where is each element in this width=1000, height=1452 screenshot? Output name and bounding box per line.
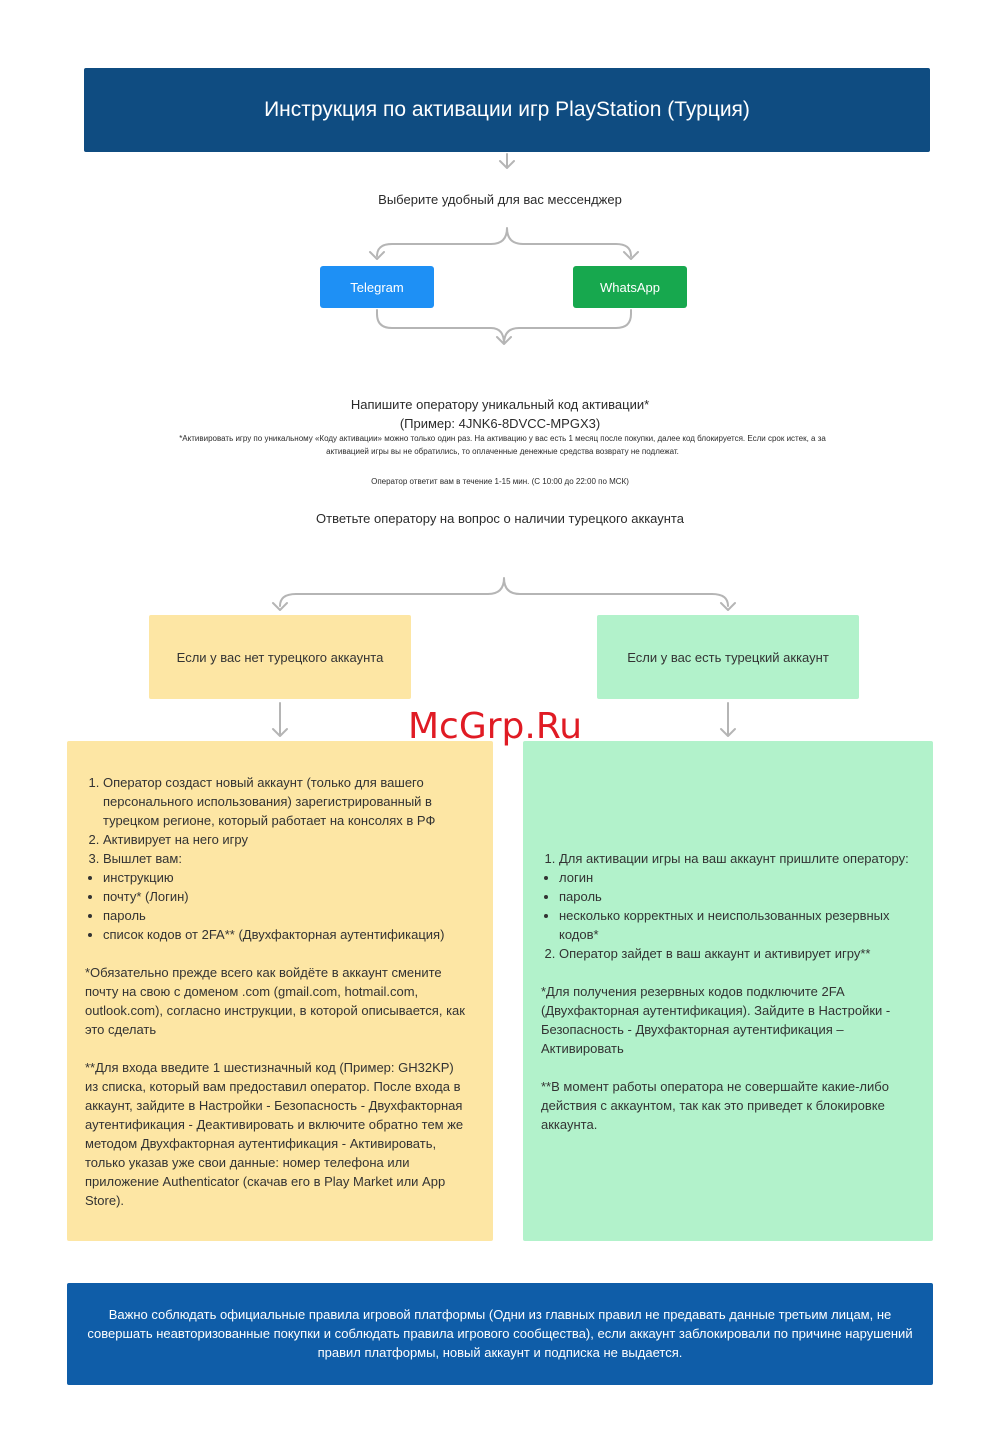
page-title: Инструкция по активации игр PlayStation … <box>84 68 930 152</box>
existing-account-steps: Для активации игры на ваш аккаунт пришли… <box>541 849 917 868</box>
email-change-note: *Обязательно прежде всего как войдёте в … <box>85 965 465 1037</box>
step-choose-messenger: Выберите удобный для вас мессенджер <box>378 192 622 207</box>
choice-has-account: Если у вас есть турецкий аккаунт <box>597 615 859 699</box>
page-title-text: Инструкция по активации игр PlayStation … <box>264 98 750 121</box>
watermark: McGrp.Ru <box>408 706 583 747</box>
list-item: несколько корректных и неиспользованных … <box>559 906 917 944</box>
response-time: Оператор ответит вам в течение 1-15 мин.… <box>371 477 629 486</box>
list-item: пароль <box>103 906 469 925</box>
list-item: список кодов от 2FA** (Двухфакторная аут… <box>103 925 469 944</box>
brace-split-messengers <box>369 227 639 260</box>
brace-merge-messengers <box>376 309 632 345</box>
list-item: инструкцию <box>103 868 469 887</box>
sent-items-list: инструкцию почту* (Логин) пароль список … <box>85 868 469 944</box>
list-item: Оператор создаст новый аккаунт (только д… <box>103 773 469 830</box>
list-item: логин <box>559 868 917 887</box>
activation-note: *Активировать игру по уникальному «Коду … <box>179 434 826 456</box>
list-item: Для активации игры на ваш аккаунт пришли… <box>559 849 917 868</box>
code-example: (Пример: 4JNK6-8DVCC-MPGX3) <box>399 416 601 431</box>
list-item: Активирует на него игру <box>103 830 469 849</box>
rules-footer: Важно соблюдать официальные правила игро… <box>67 1283 933 1385</box>
panel-existing-account: Для активации игры на ваш аккаунт пришли… <box>523 741 933 1241</box>
list-item: Оператор зайдет в ваш аккаунт и активиру… <box>559 944 917 963</box>
arrow-right-down <box>720 702 736 737</box>
arrow-left-down <box>272 702 288 737</box>
step-send-code: Напишите оператору уникальный код актива… <box>350 397 650 412</box>
arrow-header-down <box>499 153 515 169</box>
brace-split-account <box>272 577 736 611</box>
existing-account-steps-cont: Оператор зайдет в ваш аккаунт и активиру… <box>541 944 917 963</box>
step-account-question: Ответьте оператору на вопрос о наличии т… <box>316 511 684 526</box>
rules-footer-text: Важно соблюдать официальные правила игро… <box>87 1307 913 1360</box>
operator-warning-note: **В момент работы оператора не совершайт… <box>541 1079 889 1132</box>
panel-new-account: Оператор создаст новый аккаунт (только д… <box>67 741 493 1241</box>
backup-codes-note: *Для получения резервных кодов подключит… <box>541 984 891 1056</box>
list-item: пароль <box>559 887 917 906</box>
new-account-steps: Оператор создаст новый аккаунт (только д… <box>85 773 469 868</box>
choice-has-account-label: Если у вас есть турецкий аккаунт <box>627 649 829 665</box>
telegram-button[interactable]: Telegram <box>320 266 434 308</box>
choice-no-account: Если у вас нет турецкого аккаунта <box>149 615 411 699</box>
list-item: Вышлет вам: <box>103 849 469 868</box>
whatsapp-button[interactable]: WhatsApp <box>573 266 687 308</box>
choice-no-account-label: Если у вас нет турецкого аккаунта <box>176 649 384 665</box>
twofa-login-note: **Для входа введите 1 шестизначный код (… <box>85 1060 464 1208</box>
list-item: почту* (Логин) <box>103 887 469 906</box>
required-data-list: логин пароль несколько корректных и неис… <box>541 868 917 944</box>
